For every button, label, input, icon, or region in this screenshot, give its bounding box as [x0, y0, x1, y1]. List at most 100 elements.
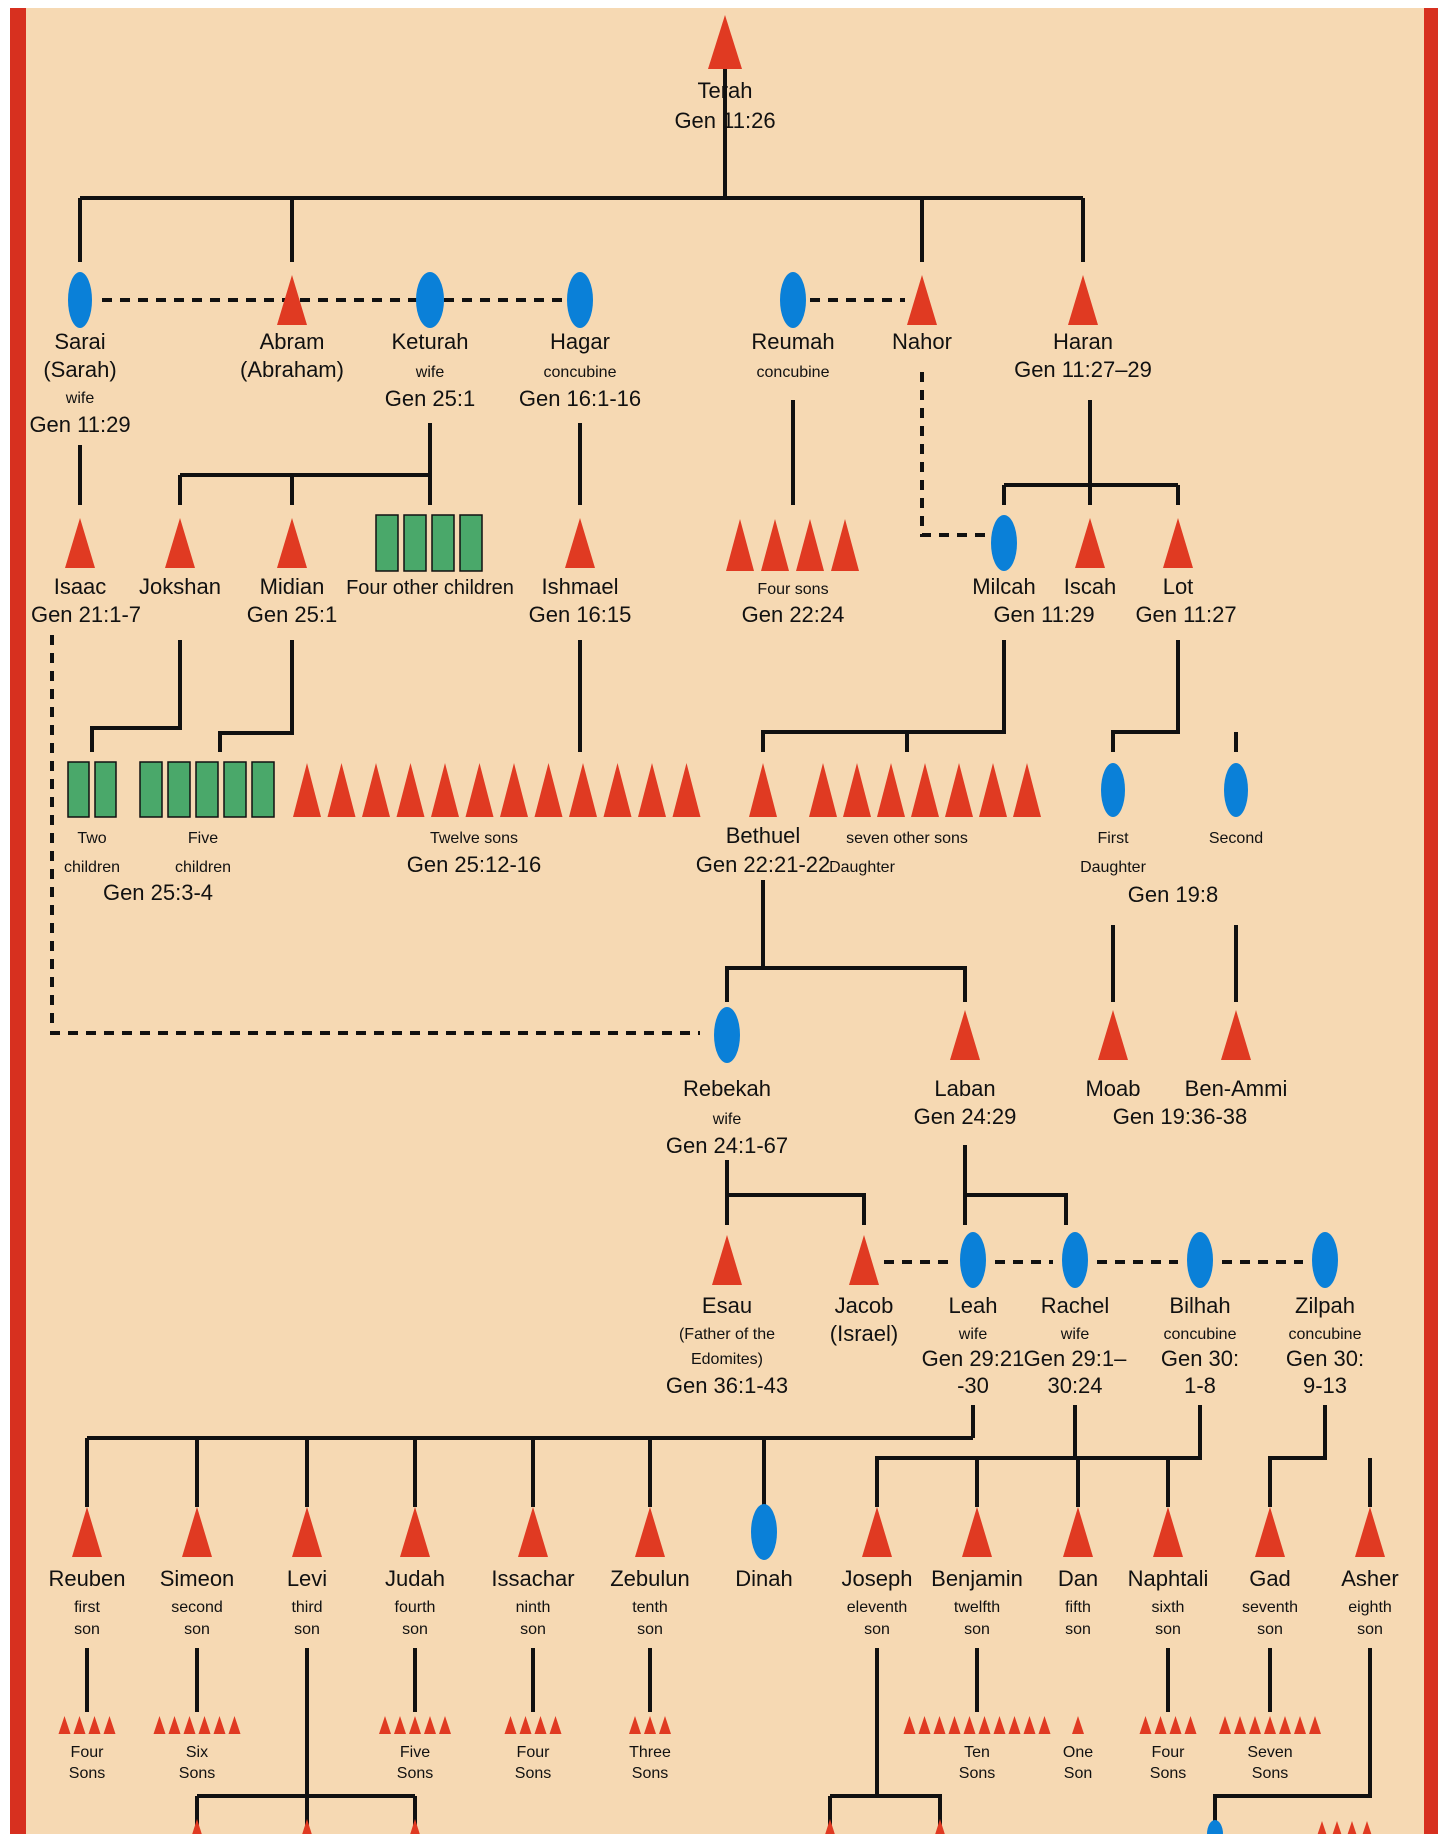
rachel-ref2: 30:24 — [1047, 1373, 1102, 1398]
grandson-triangle-reuben — [88, 1716, 101, 1734]
zilpah-ref1: Gen 30: — [1286, 1346, 1364, 1371]
grandson-triangle-benjamin — [993, 1716, 1006, 1734]
tribe-ord-issachar: ninth — [516, 1599, 551, 1616]
grandson-triangle-benjamin — [918, 1716, 931, 1734]
two-children-box — [94, 761, 117, 818]
grandson-triangle-gad — [1219, 1716, 1231, 1734]
isaac-ref: Gen 21:1-7 — [31, 602, 141, 627]
milcah-oval — [991, 515, 1017, 571]
laban-name: Laban — [934, 1076, 995, 1101]
esau-triangle — [712, 1235, 742, 1285]
abram-triangle — [277, 275, 307, 325]
tribe-count1-dan: One — [1063, 1744, 1093, 1761]
tribe-son-reuben: son — [74, 1621, 100, 1638]
jokshan-to-two-children-line — [90, 640, 182, 752]
tribe-ord-benjamin: twelfth — [954, 1599, 1000, 1616]
esau-ref: Gen 36:1-43 — [666, 1373, 788, 1398]
bilhah-name: Bilhah — [1169, 1293, 1230, 1318]
grandson-triangle-gad — [1309, 1716, 1321, 1734]
reumah-oval — [780, 272, 806, 328]
iscah-name: Iscah — [1064, 574, 1117, 599]
grandson-triangle-judah — [409, 1716, 421, 1734]
grandson-triangle-naphtali — [1169, 1716, 1182, 1734]
ishmael-son-triangle — [431, 763, 459, 817]
twelve-sons-ref: Gen 25:12-16 — [407, 852, 542, 877]
tribe-oval-dinah — [751, 1504, 777, 1560]
grandson-triangle-reuben — [58, 1716, 71, 1734]
esau-note2: Edomites) — [691, 1351, 763, 1368]
bilhah-children-lines — [1076, 1405, 1202, 1507]
grandson-triangle-simeon — [168, 1716, 181, 1734]
ishmael-son-triangle — [500, 763, 528, 817]
grandson-triangle-reuben — [73, 1716, 86, 1734]
ishmael-name: Ishmael — [541, 574, 618, 599]
lot-triangle — [1163, 518, 1193, 568]
ishmael-son-triangle — [603, 763, 632, 817]
grandson-triangle-issachar — [519, 1716, 532, 1734]
grandson-triangle-benjamin — [978, 1716, 991, 1734]
laban-ref: Gen 24:29 — [914, 1104, 1017, 1129]
moab-name: Moab — [1085, 1076, 1140, 1101]
grandson-triangle-naphtali — [1184, 1716, 1197, 1734]
tribe-ord-naphtali: sixth — [1152, 1599, 1185, 1616]
ishmael-ref: Gen 16:15 — [529, 602, 632, 627]
haran-ref: Gen 11:27–29 — [1014, 357, 1152, 382]
tribe-triangle-dan — [1063, 1507, 1093, 1557]
jacob-alt: (Israel) — [830, 1321, 898, 1346]
haran-children-lines — [1002, 400, 1180, 505]
grandson-triangle-gad — [1249, 1716, 1261, 1734]
tribe-count2-benjamin: Sons — [959, 1765, 995, 1782]
nahor-triangle — [907, 275, 937, 325]
tribe-count1-benjamin: Ten — [964, 1744, 990, 1761]
leah-role: wife — [958, 1326, 988, 1343]
tribe-son-levi: son — [294, 1621, 320, 1638]
grandson-triangle-benjamin — [933, 1716, 946, 1734]
tribe-name-judah: Judah — [385, 1566, 445, 1591]
nahor-grandson-triangle — [911, 763, 939, 817]
two-children-line1: Two — [77, 830, 106, 847]
tribe-son-issachar: son — [520, 1621, 546, 1638]
iscah-triangle — [1075, 518, 1105, 568]
jacob-name: Jacob — [835, 1293, 894, 1318]
esau-name: Esau — [702, 1293, 752, 1318]
four-other-children-box — [403, 514, 427, 572]
bethuel-ref: Gen 22:21-22 — [696, 852, 831, 877]
bilhah-oval — [1187, 1232, 1213, 1288]
second-daughter-line1: Second — [1209, 830, 1263, 847]
grandson-triangle-benjamin — [1023, 1716, 1036, 1734]
lot-ref: Gen 11:27 — [1135, 602, 1236, 627]
tribe-son-asher: son — [1357, 1621, 1383, 1638]
grandson-triangle-zebulun — [629, 1716, 641, 1734]
tribe-ord-dan: fifth — [1065, 1599, 1091, 1616]
tribe-triangle-reuben — [72, 1507, 102, 1557]
tribe-count2-issachar: Sons — [515, 1765, 551, 1782]
four-other-children-box — [459, 514, 483, 572]
leah-children-drops — [85, 1438, 766, 1507]
bethuel-children-lines — [725, 880, 967, 1002]
tribe-ord-judah: fourth — [395, 1599, 436, 1616]
midian-triangle — [277, 518, 307, 568]
zilpah-role: concubine — [1289, 1326, 1362, 1343]
hagar-role: concubine — [544, 364, 617, 381]
hagar-ref: Gen 16:1-16 — [519, 386, 641, 411]
rachel-oval — [1062, 1232, 1088, 1288]
grandson-triangle-benjamin — [963, 1716, 976, 1734]
zilpah-children-lines — [1268, 1405, 1372, 1507]
nahor-grandson-triangle — [1013, 763, 1041, 817]
ishmael-son-triangle — [327, 763, 356, 817]
grandson-triangle-benjamin — [1008, 1716, 1021, 1734]
tribe-triangle-gad — [1255, 1507, 1285, 1557]
rachel-children-lines — [875, 1405, 1077, 1507]
tribe-name-benjamin: Benjamin — [931, 1566, 1023, 1591]
tribe-count1-gad: Seven — [1247, 1744, 1292, 1761]
grandson-triangle-gad — [1234, 1716, 1246, 1734]
tribe-name-simeon: Simeon — [160, 1566, 235, 1591]
keturah-name: Keturah — [391, 329, 468, 354]
lot-daughters-to-sons-lines — [1111, 925, 1238, 1002]
tribe-count1-simeon: Six — [186, 1744, 208, 1761]
grandson-triangle-gad — [1294, 1716, 1306, 1734]
tribe-son-benjamin: son — [964, 1621, 990, 1638]
asher-children-line — [1213, 1648, 1372, 1834]
asher-son-triangle — [1317, 1821, 1327, 1834]
